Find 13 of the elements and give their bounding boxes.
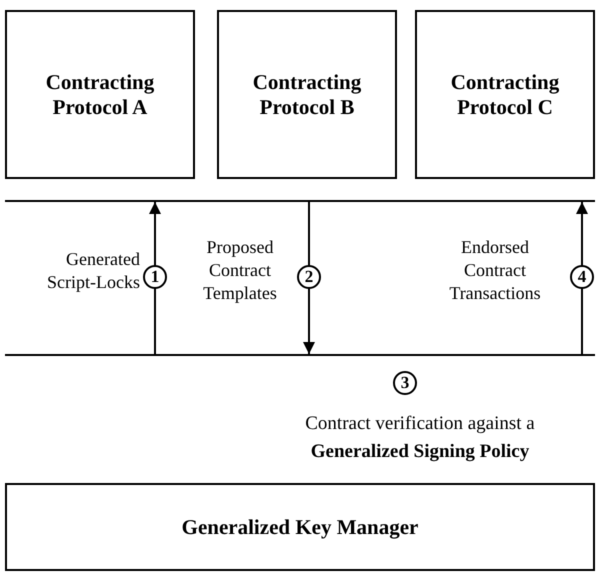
callout-number: 3 (393, 371, 417, 395)
arrow (149, 202, 161, 354)
arrow (303, 202, 315, 354)
component-box: Contracting Protocol A (5, 10, 195, 179)
callout-number: 2 (297, 265, 321, 289)
callout-number: 4 (570, 265, 594, 289)
component-box: Contracting Protocol C (415, 10, 595, 179)
arrow (576, 202, 588, 354)
component-box: Contracting Protocol B (217, 10, 397, 179)
callout-number: 1 (143, 265, 167, 289)
component-box: Generalized Key Manager (5, 483, 595, 571)
boundary-line (5, 354, 595, 356)
boundary-line (5, 200, 595, 202)
